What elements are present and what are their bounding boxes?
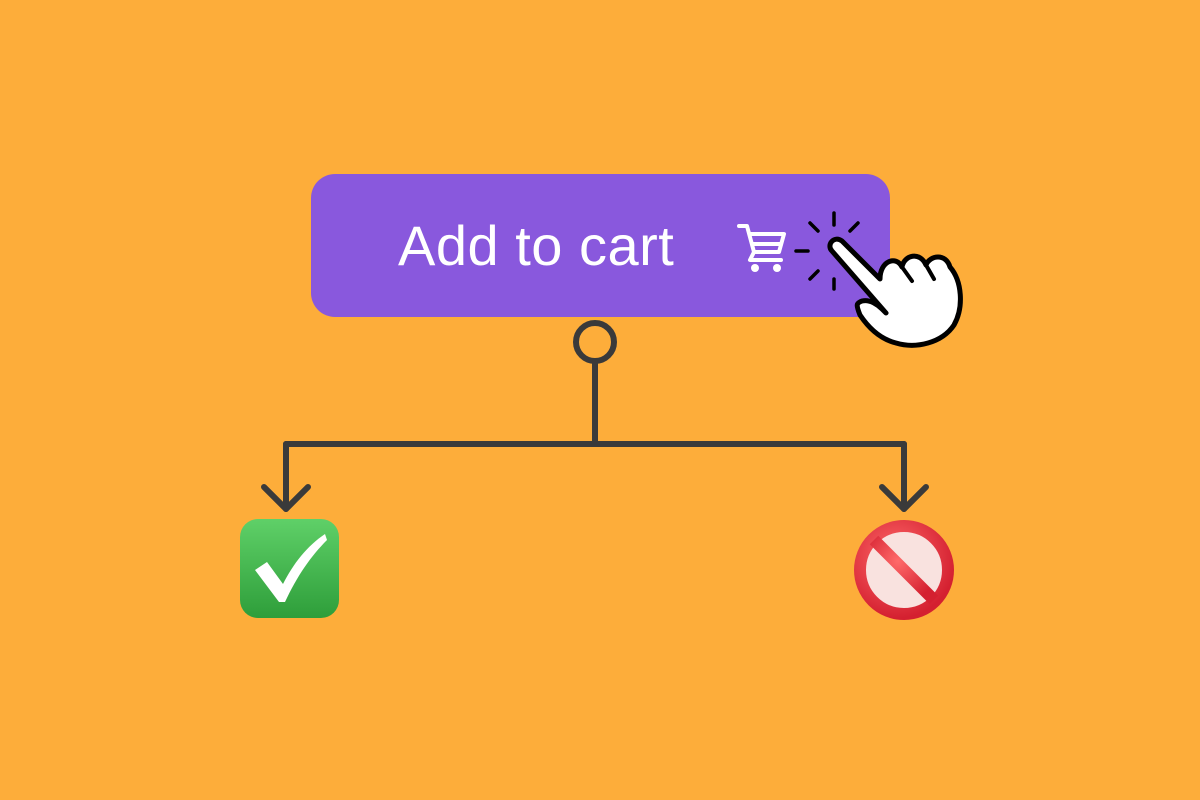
check-mark-icon bbox=[239, 518, 340, 619]
connector-origin-node bbox=[573, 320, 617, 364]
add-to-cart-label: Add to cart bbox=[398, 213, 675, 277]
prohibited-icon bbox=[850, 518, 958, 622]
click-burst bbox=[794, 211, 860, 291]
connector-left-arrowhead bbox=[261, 484, 311, 512]
add-to-cart-button[interactable]: Add to cart bbox=[311, 174, 890, 317]
shopping-cart-icon bbox=[735, 218, 795, 278]
pointing-hand-cursor-icon bbox=[792, 209, 970, 351]
connector-right-arrowhead bbox=[879, 484, 929, 512]
